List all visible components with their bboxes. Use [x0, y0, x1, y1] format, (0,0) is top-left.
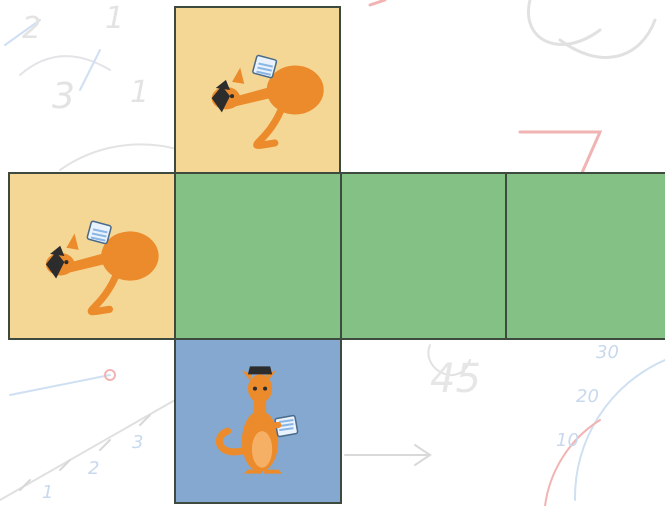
- bg-dial-label: 20: [576, 386, 599, 407]
- net-tile-left[interactable]: [8, 172, 176, 340]
- bg-digit: 1: [105, 1, 124, 36]
- net-tile-bottom[interactable]: [174, 338, 342, 504]
- net-tile-right-2[interactable]: [505, 172, 665, 340]
- bg-dial-label: 10: [556, 430, 579, 451]
- bg-digit: 3: [132, 432, 143, 453]
- bg-digit: 1: [42, 482, 53, 503]
- kangaroo-standing-icon: [176, 340, 340, 502]
- bg-digit: 2: [22, 11, 41, 46]
- bg-digit: 1: [130, 75, 149, 110]
- kangaroo-reading-icon: [176, 8, 339, 172]
- kangaroo-reading-icon: [10, 174, 174, 338]
- bg-scribble: 45: [430, 356, 481, 402]
- bg-dial-label: 30: [596, 342, 619, 363]
- bg-digit: 3: [52, 76, 75, 117]
- net-tile-top[interactable]: [174, 6, 341, 174]
- net-tile-center[interactable]: [174, 172, 342, 340]
- net-tile-right-1[interactable]: [340, 172, 507, 340]
- bg-digit: 2: [88, 458, 99, 479]
